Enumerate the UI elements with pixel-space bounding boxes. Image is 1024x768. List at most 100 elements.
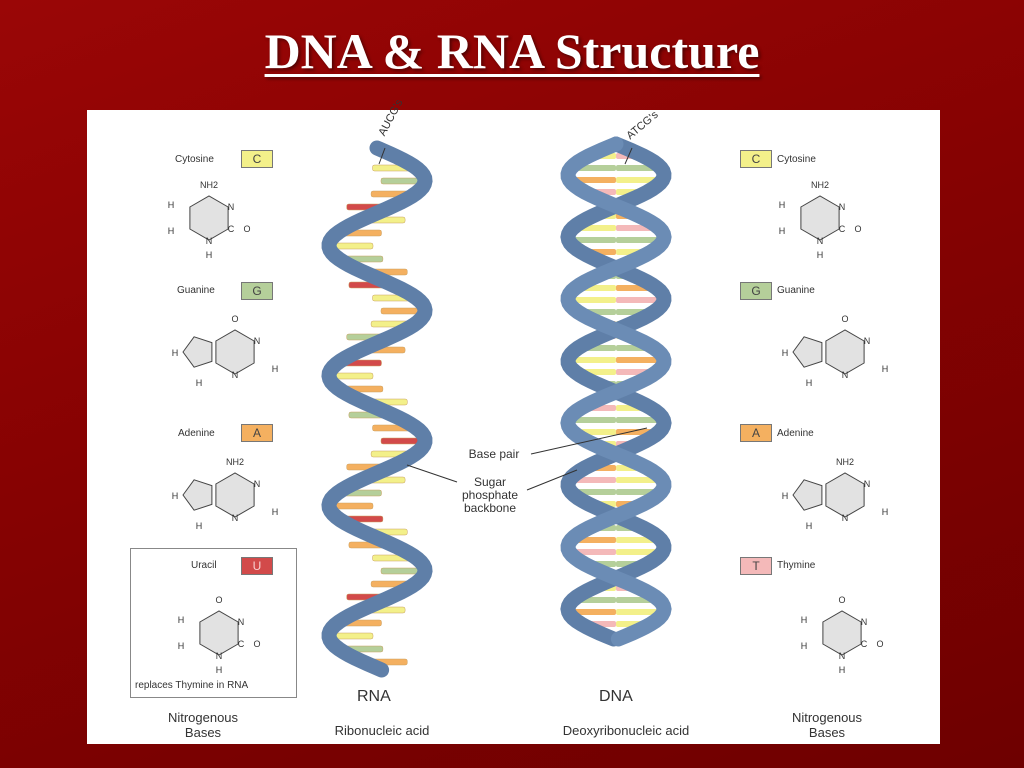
left-guanine-box: G <box>241 282 273 300</box>
dna-base-rung-left <box>568 609 616 615</box>
right-adenine-atom: H <box>806 521 813 531</box>
dna-base-rung-left <box>568 357 616 363</box>
right-guanine-atom: H <box>782 348 789 358</box>
left-cytosine-box: C <box>241 150 273 168</box>
left-uracil-atom: C <box>238 639 245 649</box>
right-cytosine-atom: H <box>779 226 786 236</box>
right-guanine-atom: H <box>806 378 813 388</box>
left-uracil-top-group: O <box>215 595 222 605</box>
left-guanine-atom: H <box>172 348 179 358</box>
right-thymine-atom: N <box>861 617 868 627</box>
dna-base-rung-right <box>616 357 664 363</box>
right-adenine-atom: H <box>782 491 789 501</box>
uracil-note: replaces Thymine in RNA <box>135 680 249 691</box>
left-adenine-top-group: NH2 <box>226 457 244 467</box>
left-guanine-name: Guanine <box>177 285 215 296</box>
rna-arrow <box>378 147 386 165</box>
left-uracil-atom: H <box>216 665 223 675</box>
left-adenine-name: Adenine <box>178 428 215 439</box>
right-guanine-ring5 <box>792 336 823 368</box>
right-guanine-atom: N <box>842 370 849 380</box>
left-cytosine-atom: N <box>228 202 235 212</box>
rna-label: RNA <box>357 688 391 705</box>
left-adenine-ring5 <box>182 479 213 511</box>
right-adenine-ring <box>825 472 865 518</box>
right-cytosine-top-group: NH2 <box>811 180 829 190</box>
left-guanine-atom: H <box>196 378 203 388</box>
left-guanine-atom: H <box>272 364 279 374</box>
right-cytosine-atom: N <box>817 236 824 246</box>
left-cytosine-atom: O <box>243 224 250 234</box>
rna-backbone-pointer <box>406 464 458 483</box>
rna-full-name: Ribonucleic acid <box>334 723 430 738</box>
left-adenine-ring <box>215 472 255 518</box>
left-adenine-atom: H <box>196 521 203 531</box>
left-uracil-atom: H <box>178 641 185 651</box>
right-thymine-atom: C <box>861 639 868 649</box>
left-guanine-atom: N <box>254 336 261 346</box>
right-cytosine-atom: H <box>817 250 824 260</box>
left-cytosine-top-group: NH2 <box>200 180 218 190</box>
right-adenine-atom: N <box>864 479 871 489</box>
dna-base-rung-right <box>616 417 664 423</box>
right-guanine-box: G <box>740 282 772 300</box>
right-adenine-top-group: NH2 <box>836 457 854 467</box>
right-cytosine-atom: C <box>839 224 846 234</box>
dna-full-name: Deoxyribonucleic acid <box>562 723 690 738</box>
right-thymine-atom: O <box>876 639 883 649</box>
right-guanine-top-group: O <box>841 314 848 324</box>
left-uracil-atom: H <box>178 615 185 625</box>
left-uracil-name: Uracil <box>191 560 217 571</box>
right-cytosine-ring <box>800 195 840 241</box>
base-pair-pointer <box>530 427 648 455</box>
left-adenine-box: A <box>241 424 273 442</box>
base-pair-label: Base pair <box>468 447 520 461</box>
right-thymine-top-group: O <box>838 595 845 605</box>
right-adenine-box: A <box>740 424 772 442</box>
right-guanine-atom: H <box>882 364 889 374</box>
right-adenine-atom: N <box>842 513 849 523</box>
right-guanine-atom: N <box>864 336 871 346</box>
backbone-label: Sugar phosphate backbone <box>461 475 519 515</box>
right-thymine-atom: H <box>801 615 808 625</box>
dna-base-rung-left <box>568 297 616 303</box>
left-uracil-atom: N <box>238 617 245 627</box>
dna-base-rung-right <box>616 297 664 303</box>
dna-backbone-b <box>560 136 672 647</box>
right-thymine-atom: H <box>839 665 846 675</box>
dna-base-rung-left <box>568 237 616 243</box>
right-adenine-ring5 <box>792 479 823 511</box>
dna-base-rung-left <box>568 417 616 423</box>
right-thymine-name: Thymine <box>777 560 816 571</box>
left-cytosine-atom: H <box>206 250 213 260</box>
slide-title: DNA & RNA Structure <box>264 23 760 79</box>
left-cytosine-atom: C <box>228 224 235 234</box>
right-caption: Nitrogenous Bases <box>791 710 863 740</box>
left-guanine-top-group: O <box>231 314 238 324</box>
left-guanine-atom: N <box>232 370 239 380</box>
left-cytosine-atom: H <box>168 200 175 210</box>
right-adenine-name: Adenine <box>777 428 814 439</box>
dna-arrow <box>624 147 633 165</box>
dna-label: DNA <box>599 688 633 705</box>
right-cytosine-atom: N <box>839 202 846 212</box>
right-thymine-atom: N <box>839 651 846 661</box>
left-uracil-box: U <box>241 557 273 575</box>
left-uracil-ring <box>199 610 239 656</box>
right-thymine-atom: H <box>801 641 808 651</box>
dna-base-rung-right <box>616 237 664 243</box>
left-adenine-atom: H <box>172 491 179 501</box>
left-cytosine-atom: N <box>206 236 213 246</box>
left-uracil-atom: N <box>216 651 223 661</box>
left-cytosine-ring <box>189 195 229 241</box>
left-adenine-atom: N <box>254 479 261 489</box>
left-guanine-ring5 <box>182 336 213 368</box>
right-adenine-atom: H <box>882 507 889 517</box>
left-uracil-atom: O <box>253 639 260 649</box>
dna-backbone-pointer <box>526 469 578 491</box>
right-thymine-box: T <box>740 557 772 575</box>
right-thymine-ring <box>822 610 862 656</box>
right-cytosine-atom: H <box>779 200 786 210</box>
rna-backbone <box>321 140 433 678</box>
